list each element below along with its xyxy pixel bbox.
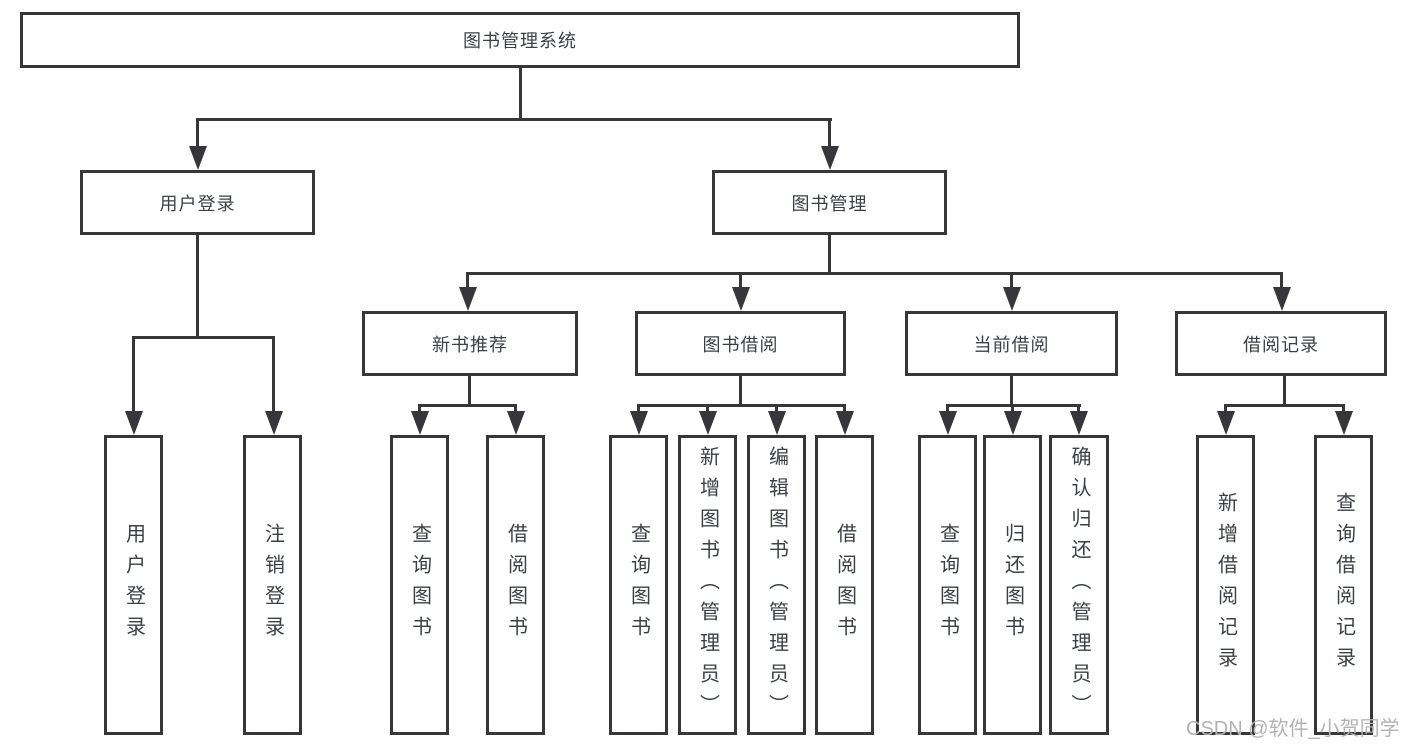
connector-line [519, 68, 522, 120]
node-root: 图书管理系统 [20, 12, 1020, 68]
connector-line [637, 404, 846, 407]
node-book-borrow: 图书借阅 [635, 311, 846, 376]
arrow-down-icon [265, 411, 283, 435]
leaf-borrow-books-2-label: 借阅图书 [833, 523, 856, 647]
connector-line [1283, 376, 1286, 407]
connector-line [828, 118, 831, 150]
connector-line [468, 376, 471, 407]
arrow-down-icon [630, 411, 648, 435]
connector-line [1010, 376, 1013, 407]
connector-line [946, 404, 949, 414]
connector-line [706, 404, 709, 414]
leaf-add-borrow-record: 新增借阅记录 [1196, 435, 1255, 735]
arrow-down-icon [836, 411, 854, 435]
node-current-borrow-label: 当前借阅 [973, 334, 1050, 355]
leaf-query-books-1-label: 查询图书 [408, 523, 431, 647]
leaf-query-borrow-record: 查询借阅记录 [1314, 435, 1373, 735]
node-book-mgmt: 图书管理 [712, 170, 947, 235]
leaf-edit-books-admin-label: 编辑图书（管理员） [765, 445, 788, 725]
connector-line [466, 272, 1283, 275]
arrow-down-icon [939, 411, 957, 435]
connector-line [132, 336, 135, 413]
connector-line [196, 118, 199, 150]
leaf-borrow-books-2: 借阅图书 [815, 435, 874, 735]
node-new-books-label: 新书推荐 [432, 334, 508, 355]
connector-line [272, 336, 275, 413]
leaf-return-books-label: 归还图书 [1001, 523, 1024, 647]
leaf-query-borrow-record-label: 查询借阅记录 [1332, 492, 1355, 678]
node-book-borrow-label: 图书借阅 [702, 334, 779, 355]
connector-line [843, 404, 846, 414]
connector-line [196, 235, 199, 339]
arrow-down-icon [1004, 411, 1022, 435]
connector-line [637, 404, 640, 414]
node-user-login-label: 用户登录 [159, 193, 236, 214]
arrow-down-icon [1217, 411, 1235, 435]
leaf-add-books-admin-label: 新增图书（管理员） [696, 445, 719, 725]
connector-line [514, 404, 517, 414]
arrow-down-icon [507, 411, 525, 435]
node-borrow-records-label: 借阅记录 [1243, 334, 1319, 355]
leaf-user-login-label: 用户登录 [122, 523, 145, 647]
arrow-down-icon [1335, 411, 1353, 435]
connector-line [1224, 404, 1227, 414]
leaf-confirm-return-admin-label: 确认归还（管理员） [1068, 445, 1090, 725]
arrow-down-icon [1003, 287, 1021, 311]
arrow-down-icon [189, 146, 207, 170]
leaf-query-books-3: 查询图书 [918, 435, 977, 735]
leaf-query-books-2-label: 查询图书 [627, 523, 650, 647]
connector-line [1010, 272, 1013, 290]
connector-line [418, 404, 517, 407]
leaf-query-books-3-label: 查询图书 [936, 523, 959, 647]
leaf-user-login: 用户登录 [104, 435, 163, 735]
connector-line [1280, 272, 1283, 290]
node-new-books: 新书推荐 [362, 311, 578, 376]
leaf-borrow-books-1: 借阅图书 [486, 435, 545, 735]
leaf-confirm-return-admin: 确认归还（管理员） [1049, 435, 1109, 735]
arrow-down-icon [768, 411, 786, 435]
connector-line [1077, 404, 1080, 414]
connector-line [828, 235, 831, 275]
connector-line [418, 404, 421, 414]
arrow-down-icon [1070, 411, 1088, 435]
csdn-watermark: CSDN @软件_小贺同学 [1186, 718, 1400, 740]
leaf-return-books: 归还图书 [983, 435, 1042, 735]
leaf-edit-books-admin: 编辑图书（管理员） [747, 435, 806, 735]
arrow-down-icon [125, 411, 143, 435]
node-current-borrow: 当前借阅 [905, 311, 1118, 376]
leaf-query-books-1: 查询图书 [390, 435, 449, 735]
leaf-add-books-admin: 新增图书（管理员） [678, 435, 737, 735]
arrow-down-icon [699, 411, 717, 435]
connector-line [1342, 404, 1345, 414]
connector-line [1011, 404, 1014, 414]
connector-line [466, 272, 469, 290]
arrow-down-icon [459, 287, 477, 311]
arrow-down-icon [411, 411, 429, 435]
node-user-login: 用户登录 [80, 170, 315, 235]
arrow-down-icon [732, 287, 750, 311]
connector-line [196, 118, 832, 121]
node-borrow-records: 借阅记录 [1175, 311, 1387, 376]
node-root-label: 图书管理系统 [463, 31, 577, 51]
connector-line [739, 376, 742, 407]
leaf-logout-label: 注销登录 [261, 523, 284, 647]
leaf-logout: 注销登录 [243, 435, 302, 735]
node-book-mgmt-label: 图书管理 [791, 193, 868, 214]
leaf-query-books-2: 查询图书 [609, 435, 668, 735]
connector-line [132, 336, 275, 339]
connector-line [1224, 404, 1345, 407]
connector-line [739, 272, 742, 290]
leaf-add-borrow-record-label: 新增借阅记录 [1214, 492, 1237, 678]
arrow-down-icon [821, 146, 839, 170]
leaf-borrow-books-1-label: 借阅图书 [504, 523, 527, 647]
arrow-down-icon [1273, 287, 1291, 311]
connector-line [775, 404, 778, 414]
